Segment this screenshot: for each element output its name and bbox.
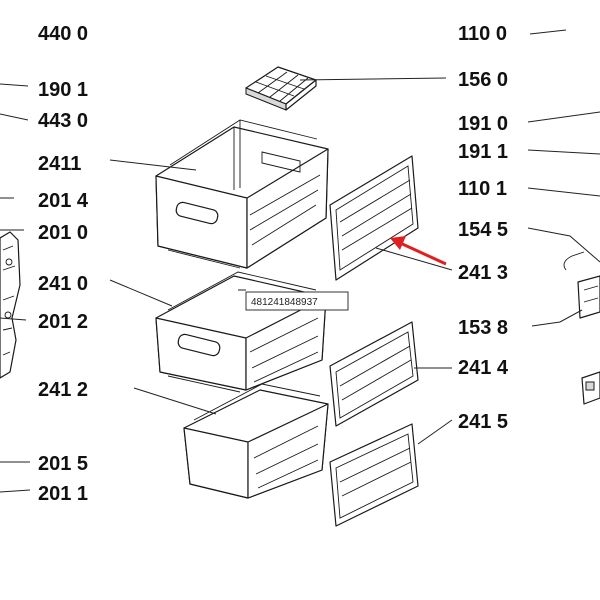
front-panel-241-3	[329, 155, 419, 281]
front-panel-241-5	[329, 423, 419, 527]
drawer-top	[155, 119, 329, 269]
label-241-0: 241 0	[38, 273, 88, 295]
label-443-0: 443 0	[38, 110, 88, 132]
part-labels: 440 0 190 1 443 0 2411 201 4 201 0 241 0…	[38, 23, 509, 505]
label-190-1: 190 1	[38, 79, 88, 101]
label-201-4: 201 4	[38, 190, 89, 212]
right-edge-part-clip	[581, 371, 600, 405]
red-arrow-indicator	[390, 236, 447, 266]
label-241-5: 241 5	[458, 411, 508, 433]
part-code-text: 481241848937	[251, 297, 318, 308]
label-241-2: 241 2	[38, 379, 88, 401]
label-156-0: 156 0	[458, 69, 508, 91]
label-2411: 2411	[38, 153, 81, 175]
label-191-1: 191 1	[458, 141, 508, 163]
label-201-2: 201 2	[38, 311, 88, 333]
label-241-3: 241 3	[458, 262, 508, 284]
label-191-0: 191 0	[458, 113, 508, 135]
label-201-0: 201 0	[38, 222, 88, 244]
drawer-middle	[155, 271, 327, 393]
label-154-5: 154 5	[458, 219, 508, 241]
label-440-0: 440 0	[38, 23, 88, 45]
ice-tray	[245, 66, 317, 111]
front-panel-241-4	[329, 321, 419, 427]
label-153-8: 153 8	[458, 317, 508, 339]
label-201-1: 201 1	[38, 483, 88, 505]
part-code-box: 481241848937	[245, 291, 349, 311]
drawer-bottom	[183, 383, 329, 499]
leader-lines	[0, 29, 600, 493]
right-edge-part-hinge	[563, 251, 600, 319]
label-110-1: 110 1	[458, 178, 507, 200]
label-201-5: 201 5	[38, 453, 88, 475]
label-110-0: 110 0	[458, 23, 507, 45]
left-edge-part-bracket	[0, 231, 21, 379]
label-241-4: 241 4	[458, 357, 509, 379]
